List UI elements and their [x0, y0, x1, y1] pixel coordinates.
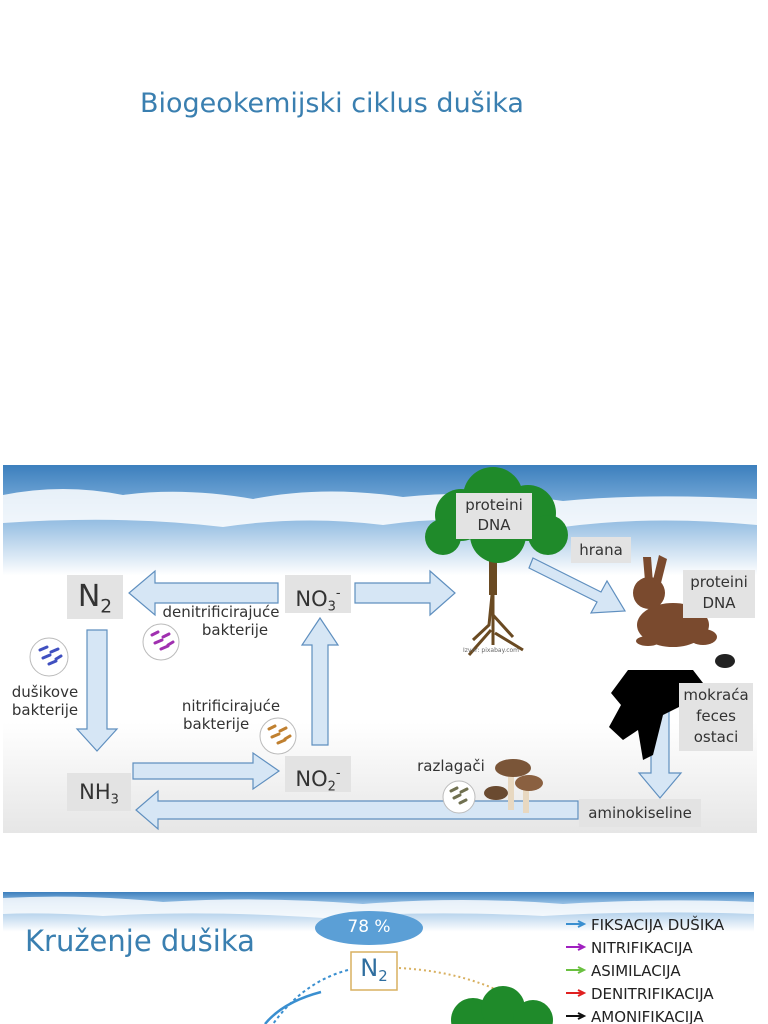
- image-credit: Izvor: pixabay.com: [462, 647, 520, 654]
- no2-label: NO2-: [285, 756, 351, 795]
- kruzenje-title: Kruženje dušika: [25, 924, 255, 958]
- legend-arrow-icon: [566, 920, 587, 928]
- page-title: Biogeokemijski ciklus dušika: [140, 88, 524, 119]
- arrow-to-n2-left: [272, 969, 349, 1024]
- legend-arrow-icon: [566, 943, 587, 951]
- legend-arrows: [566, 920, 587, 1020]
- legend: FIKSACIJA DUŠIKA NITRIFIKACIJA ASIMILACI…: [591, 914, 724, 1024]
- bacteria-icon-dusikove: [29, 637, 69, 677]
- no3-label: NO3-: [285, 575, 351, 615]
- kruzenje-artwork: [3, 892, 754, 1024]
- arrow-no3-to-tree: [354, 569, 456, 617]
- arrow-no2-to-no3: [300, 616, 340, 746]
- arrow-fixation: [264, 990, 322, 1024]
- arrow-tree-to-rabbit: [528, 557, 627, 614]
- legend-arrow-icon: [566, 989, 587, 997]
- arrow-from-n2-right: [398, 967, 524, 1005]
- legend-item-denitrifikacija: DENITRIFIKACIJA: [591, 985, 714, 1003]
- diagram-artwork: [3, 465, 757, 833]
- tree-crown: [451, 986, 553, 1024]
- arrow-n2-to-nh3: [75, 629, 119, 752]
- mushroom-illustration: [484, 759, 543, 813]
- bacteria-icon-denitrif: [142, 623, 180, 661]
- sky-background: [3, 465, 757, 833]
- feces-illustration: [715, 654, 735, 668]
- decomposers-label: razlagači: [417, 757, 485, 775]
- arrow-nh3-to-no2: [132, 751, 281, 791]
- bacteria-icon-nitrif: [259, 717, 297, 755]
- percent-ellipse: [315, 911, 423, 945]
- arrow-amino-to-nh3: [135, 789, 579, 831]
- percent-label: 78 %: [347, 917, 391, 937]
- hrana-label: hrana: [571, 537, 631, 563]
- legend-item-amonifikacija: AMONIFIKACIJA: [591, 1008, 704, 1024]
- legend-item-asimilacija: ASIMILACIJA: [591, 962, 681, 980]
- legend-arrow-icon: [566, 1012, 587, 1020]
- kruzenje-slide: Kruženje dušika 78 % N2 FIKSACIJA DUŠIKA…: [3, 892, 754, 1024]
- bacteria-icon-razlagaci: [442, 780, 476, 814]
- n2-label: N2: [67, 575, 123, 619]
- legend-arrow-icon: [566, 966, 587, 974]
- n2-symbol: N2: [360, 954, 388, 986]
- aminokiseline-label: aminokiseline: [579, 799, 701, 827]
- legend-item-fiksacija: FIKSACIJA DUŠIKA: [591, 916, 725, 934]
- legend-item-nitrifikacija: NITRIFIKACIJA: [591, 939, 693, 957]
- clouds: [3, 489, 757, 527]
- n2-box: [350, 951, 398, 991]
- arrow-waste-to-amino: [637, 706, 683, 799]
- arrow-no3-to-n2: [128, 569, 279, 617]
- nh3-label: NH3: [67, 773, 131, 811]
